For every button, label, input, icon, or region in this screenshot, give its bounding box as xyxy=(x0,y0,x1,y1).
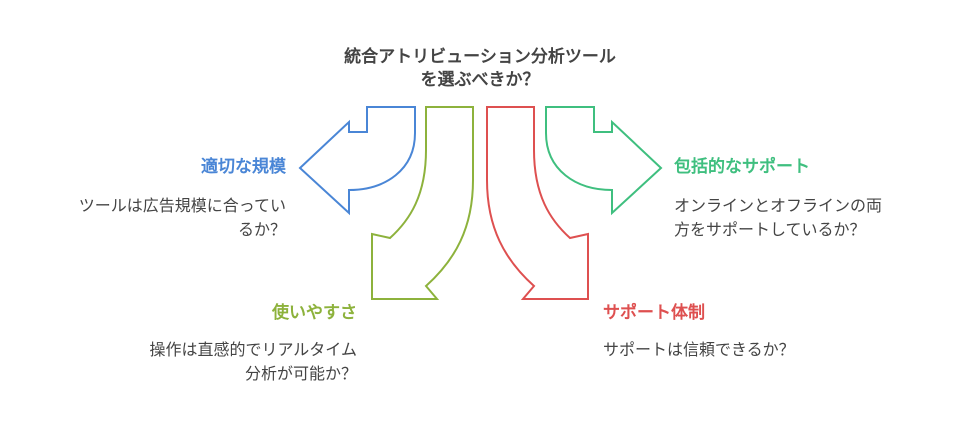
desc-support-system: サポートは信頼できるか？ xyxy=(603,338,795,362)
desc-line: るか？ xyxy=(237,220,286,239)
green-arrow xyxy=(371,106,474,300)
teal-arrow xyxy=(545,106,663,216)
diagram-title: 統合アトリビューション分析ツール を選ぶべきか？ xyxy=(260,46,700,92)
desc-line: サポートは信頼できるか？ xyxy=(603,340,795,359)
desc-comprehensive-support: オンラインとオフラインの両 方をサポートしているか？ xyxy=(674,194,882,242)
red-arrow xyxy=(486,106,589,300)
desc-appropriate-scale: ツールは広告規模に合ってい るか？ xyxy=(79,194,286,242)
desc-line: 分析が可能か？ xyxy=(244,364,357,383)
heading-usability: 使いやすさ xyxy=(272,303,357,323)
desc-line: オンラインとオフラインの両 xyxy=(674,196,883,215)
heading-appropriate-scale: 適切な規模 xyxy=(201,157,286,177)
blue-arrow xyxy=(298,106,416,216)
title-line-2: を選ぶべきか？ xyxy=(420,70,540,90)
heading-support-system: サポート体制 xyxy=(603,303,705,323)
desc-line: 操作は直感的でリアルタイム xyxy=(149,340,357,359)
title-line-1: 統合アトリビューション分析ツール xyxy=(344,47,616,67)
desc-line: 方をサポートしているか？ xyxy=(674,220,866,239)
heading-comprehensive-support: 包括的なサポート xyxy=(674,157,810,177)
desc-line: ツールは広告規模に合ってい xyxy=(78,196,286,215)
desc-usability: 操作は直感的でリアルタイム 分析が可能か？ xyxy=(149,338,357,386)
